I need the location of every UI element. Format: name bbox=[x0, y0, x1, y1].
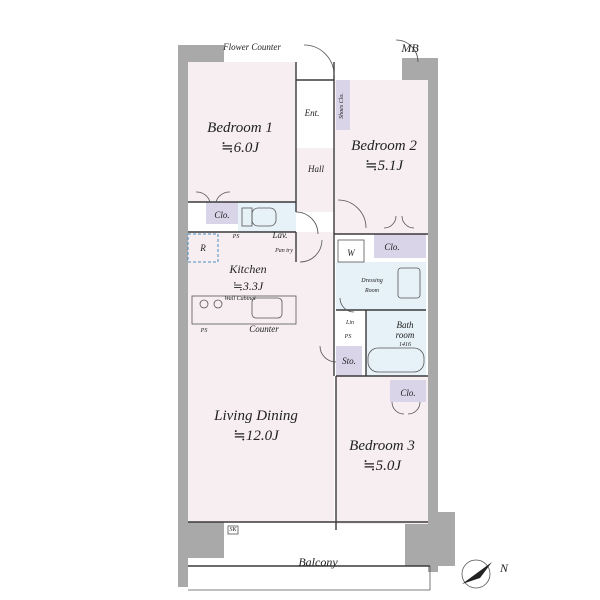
closet-b2 bbox=[374, 234, 426, 258]
refrigerator-label: R bbox=[199, 243, 206, 253]
living-area-text: ≒12.0J bbox=[233, 428, 280, 444]
partitions bbox=[188, 62, 428, 530]
storage-label: Sto. bbox=[342, 356, 356, 366]
closet-b1-label: Clo. bbox=[214, 210, 229, 220]
bedroom2-name: Bedroom 2 bbox=[351, 138, 417, 154]
pantry-label: Pan try bbox=[274, 248, 293, 254]
counter-label: Counter bbox=[249, 324, 279, 334]
kitchen-name: Kitchen bbox=[228, 262, 266, 276]
west-wall bbox=[178, 45, 188, 587]
closet-b3-label: Clo. bbox=[400, 388, 415, 398]
north-arrow-label: N bbox=[499, 561, 509, 575]
east-wall bbox=[428, 62, 438, 572]
kitchen-area-text: ≒3.3J bbox=[233, 279, 264, 293]
dressing-room-label-2: Room bbox=[364, 288, 380, 294]
living-name: Living Dining bbox=[213, 408, 298, 424]
bedroom2-area-text: ≒5.1J bbox=[365, 158, 404, 174]
washer-label: W bbox=[347, 248, 356, 258]
ps-label-1: PS bbox=[232, 234, 240, 240]
closet-b1 bbox=[206, 202, 238, 224]
bathroom-size-label: 1416 bbox=[399, 341, 411, 348]
wall-cabinet-label: Wall Cabinet bbox=[224, 296, 256, 302]
shoes-closet-label: Shoes Clo. bbox=[339, 93, 345, 119]
storage bbox=[336, 346, 362, 376]
closet-b3 bbox=[390, 380, 426, 402]
balcony-label: Balcony bbox=[298, 555, 338, 569]
ps-label-2: PS bbox=[344, 334, 352, 340]
closet-b2-label: Clo. bbox=[384, 242, 399, 252]
fixtures bbox=[187, 207, 431, 591]
bedroom1-name: Bedroom 1 bbox=[207, 120, 273, 136]
entrance-label: Ent. bbox=[304, 108, 320, 118]
hall-area bbox=[296, 148, 334, 212]
column-sw bbox=[178, 516, 224, 558]
dressing-room-label-1: Dressing bbox=[360, 278, 382, 284]
mb-label: MB bbox=[400, 41, 419, 55]
hall-label: Hall bbox=[307, 164, 325, 174]
flower-counter-label: Flower Counter bbox=[222, 42, 281, 52]
bathroom-area bbox=[366, 310, 426, 376]
bathroom-label-2: room bbox=[396, 330, 415, 340]
bedroom1-area bbox=[188, 62, 296, 202]
bedroom3-area-text: ≒5.0J bbox=[363, 458, 402, 474]
north-arrow: N bbox=[461, 559, 509, 589]
dressing-room-area bbox=[336, 262, 426, 310]
bedroom1-area-text: ≒6.0J bbox=[221, 140, 260, 156]
bedroom3-name: Bedroom 3 bbox=[349, 438, 415, 454]
shoes-closet bbox=[336, 80, 350, 130]
linen-label: Lin bbox=[345, 320, 354, 326]
door-swings bbox=[195, 39, 421, 415]
sk-label: SK bbox=[229, 527, 237, 533]
bathroom-label-1: Bath bbox=[397, 320, 414, 330]
ps-label-3: PS bbox=[200, 328, 208, 334]
living-area bbox=[188, 232, 334, 522]
lavatory-area bbox=[238, 202, 296, 232]
lavatory-label: Lav. bbox=[271, 230, 287, 240]
